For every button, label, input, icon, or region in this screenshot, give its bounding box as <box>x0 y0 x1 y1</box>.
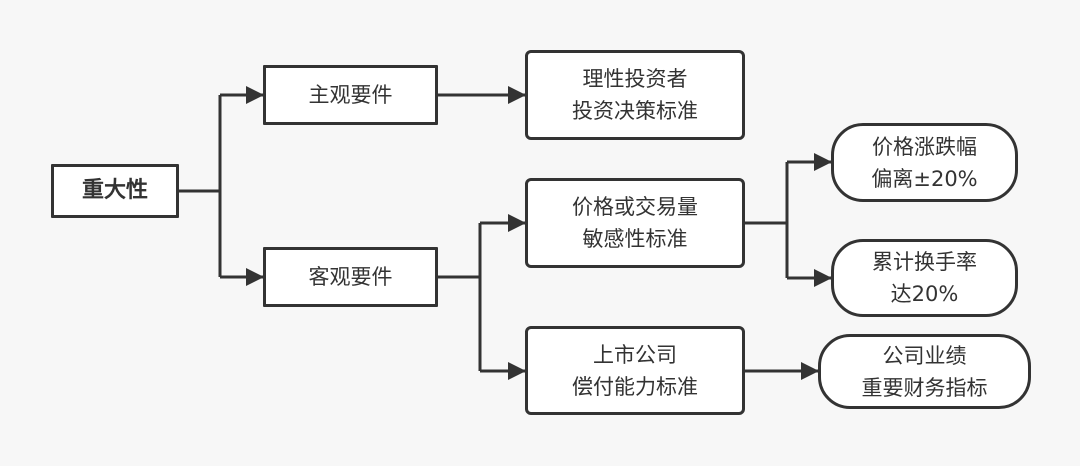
node-price-change-line1: 价格涨跌幅 <box>872 134 977 159</box>
node-objective: 客观要件 <box>263 247 438 307</box>
node-performance-line1: 公司业绩 <box>882 343 967 368</box>
node-root: 重大性 <box>51 164 179 218</box>
node-solvency-line2: 偿付能力标准 <box>572 374 698 399</box>
node-price-volume-line2: 敏感性标准 <box>582 227 688 251</box>
node-subjective: 主观要件 <box>263 65 438 125</box>
node-rational-investor-line1: 理性投资者 <box>582 67 688 91</box>
node-price-change-line2: 偏离±20% <box>871 166 978 191</box>
node-turnover-line2: 达20% <box>890 282 959 306</box>
node-rational-investor: 理性投资者 投资决策标准 <box>525 50 745 140</box>
node-turnover: 累计换手率 达20% <box>831 239 1018 317</box>
node-price-volume-line1: 价格或交易量 <box>572 195 698 219</box>
node-performance: 公司业绩 重要财务指标 <box>818 334 1031 409</box>
node-turnover-line1: 累计换手率 <box>872 250 977 274</box>
node-objective-label: 客观要件 <box>308 265 393 289</box>
node-solvency: 上市公司 偿付能力标准 <box>525 326 745 415</box>
node-rational-investor-line2: 投资决策标准 <box>572 99 698 123</box>
node-price-volume: 价格或交易量 敏感性标准 <box>525 178 745 268</box>
node-subjective-label: 主观要件 <box>308 83 393 107</box>
node-root-label: 重大性 <box>81 178 148 203</box>
node-performance-line2: 重要财务指标 <box>861 375 988 400</box>
node-price-change: 价格涨跌幅 偏离±20% <box>831 123 1018 202</box>
node-solvency-line1: 上市公司 <box>593 342 677 367</box>
